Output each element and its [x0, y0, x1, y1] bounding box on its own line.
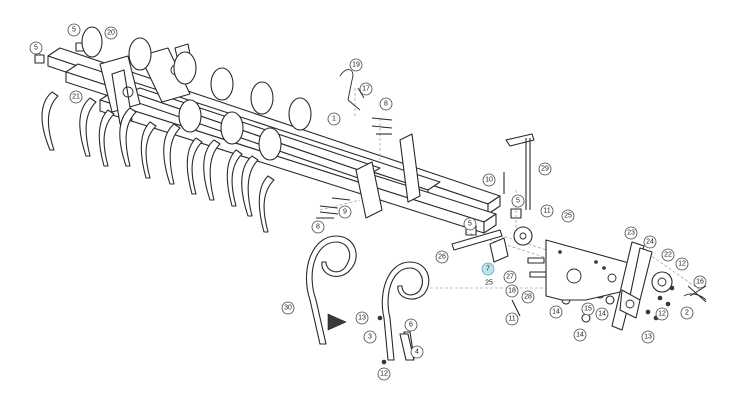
callout-14-b: 14 [595, 307, 609, 321]
svg-text:10: 10 [485, 177, 493, 184]
callout-11-upper: 11 [540, 204, 554, 218]
callout-7-highlighted: 7 [481, 262, 495, 276]
svg-text:12: 12 [658, 311, 666, 318]
svg-text:21: 21 [72, 94, 80, 101]
svg-text:5: 5 [468, 221, 472, 228]
svg-text:26: 26 [438, 254, 446, 261]
svg-text:8: 8 [384, 101, 388, 108]
callout-16: 16 [693, 275, 707, 289]
callout-5-topleft: 5 [29, 41, 43, 56]
svg-text:29: 29 [541, 166, 549, 173]
svg-text:25: 25 [564, 213, 572, 220]
svg-text:14: 14 [552, 309, 560, 316]
callout-2: 2 [680, 306, 694, 320]
svg-text:5: 5 [72, 27, 76, 34]
callout-12-right: 12 [675, 257, 689, 271]
svg-text:5: 5 [34, 45, 38, 52]
frame-brackets [355, 133, 421, 219]
loose-tines [306, 235, 430, 361]
callout-14-c: 14 [573, 328, 587, 342]
svg-text:12: 12 [678, 261, 686, 268]
svg-text:7: 7 [486, 266, 490, 273]
callout-27: 27 [503, 270, 517, 284]
callout-23: 23 [624, 226, 638, 240]
svg-text:8: 8 [316, 224, 320, 231]
callout-30: 30 [281, 301, 295, 315]
callout-10: 10 [482, 173, 496, 187]
svg-text:25: 25 [485, 280, 493, 287]
callout-19: 19 [349, 58, 363, 72]
svg-text:15: 15 [584, 306, 592, 313]
roller-rings [81, 26, 312, 161]
callout-5-top: 5 [67, 23, 81, 37]
callout-20: 20 [104, 26, 118, 40]
svg-text:2: 2 [685, 310, 689, 317]
callout-17: 17 [359, 82, 373, 96]
svg-text:17: 17 [362, 86, 370, 93]
spring-tines [41, 91, 275, 233]
svg-text:30: 30 [284, 305, 292, 312]
svg-text:20: 20 [107, 30, 115, 37]
callout-11-lower: 11 [505, 312, 519, 326]
svg-text:22: 22 [664, 252, 672, 259]
callout-8-upper: 8 [379, 97, 393, 111]
callout-3: 3 [363, 330, 377, 344]
callout-9: 9 [338, 205, 352, 219]
callout-13-right: 13 [641, 330, 655, 344]
callout-4: 4 [410, 345, 424, 359]
svg-text:23: 23 [627, 230, 635, 237]
svg-text:18: 18 [508, 288, 516, 295]
callout-15: 15 [581, 302, 595, 316]
svg-text:12: 12 [380, 371, 388, 378]
callout-26: 26 [435, 250, 449, 264]
svg-text:11: 11 [543, 208, 550, 215]
callout-5-mid: 5 [463, 217, 477, 231]
svg-text:24: 24 [646, 239, 654, 246]
svg-text:5: 5 [516, 198, 520, 205]
callout-25-upper: 25 [561, 209, 575, 223]
callout-29: 29 [538, 162, 552, 176]
callout-18: 18 [505, 284, 519, 298]
svg-text:13: 13 [644, 334, 652, 341]
callout-21: 21 [69, 90, 83, 104]
callout-24: 24 [643, 235, 657, 249]
callout-28: 28 [521, 290, 535, 304]
callout-22: 22 [661, 248, 675, 262]
callout-5-right: 5 [511, 194, 525, 208]
svg-text:1: 1 [332, 116, 336, 123]
callout-12-lower-right: 12 [655, 307, 669, 321]
callout-8-lower: 8 [311, 220, 325, 234]
callout-25-lower: 25 [485, 280, 493, 287]
side-plate-assembly [545, 239, 673, 331]
svg-text:28: 28 [524, 294, 532, 301]
svg-text:6: 6 [409, 322, 413, 329]
svg-text:11: 11 [508, 316, 515, 323]
callout-1: 1 [327, 112, 341, 126]
svg-text:16: 16 [696, 279, 704, 286]
svg-text:14: 14 [598, 311, 606, 318]
svg-text:3: 3 [368, 334, 372, 341]
callout-6: 6 [404, 318, 418, 332]
svg-text:9: 9 [343, 209, 347, 216]
callouts: 5 5 20 21 19 17 1 8 10 29 9 8 5 5 11 25 … [29, 23, 707, 381]
svg-text:27: 27 [506, 274, 514, 281]
callout-14-a: 14 [549, 305, 563, 319]
svg-text:13: 13 [358, 315, 366, 322]
end-cap-left [34, 54, 45, 64]
callout-13-lower: 13 [355, 311, 369, 325]
svg-text:4: 4 [415, 349, 419, 356]
svg-text:19: 19 [352, 62, 360, 69]
svg-text:14: 14 [576, 332, 584, 339]
callout-12-bottom: 12 [377, 367, 391, 381]
